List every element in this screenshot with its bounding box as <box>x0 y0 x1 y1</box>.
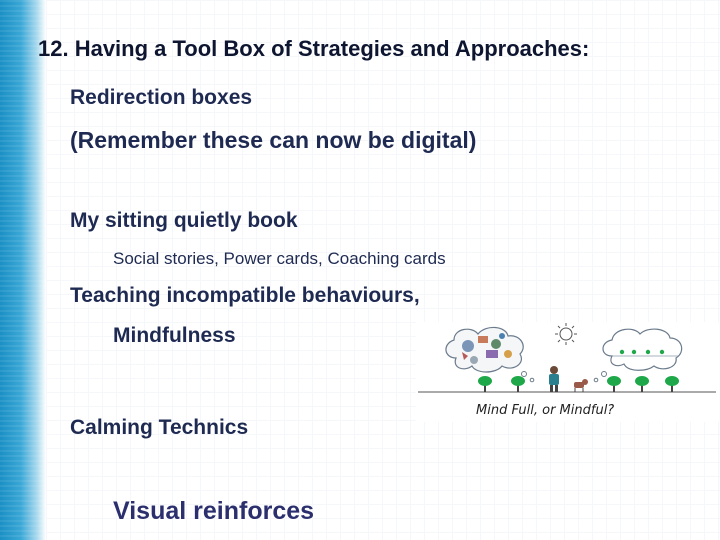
bullet-digital-note: (Remember these can now be digital) <box>70 127 477 153</box>
mind-full-or-mindful-drawing: Mind Full, or Mindful? <box>418 323 716 418</box>
dog-icon <box>574 379 588 392</box>
bubble-dot <box>601 371 607 377</box>
tree-icon <box>635 376 649 392</box>
left-accent-band <box>0 0 46 540</box>
busy-thought-cloud <box>445 326 524 373</box>
mindful-illustration: Mind Full, or Mindful? <box>416 322 720 422</box>
sub-bullet-stories-cards: Social stories, Power cards, Coaching ca… <box>113 249 446 268</box>
tree-icon <box>478 376 492 392</box>
person-icon <box>549 366 559 392</box>
bullet-sitting-quietly-book: My sitting quietly book <box>70 209 298 232</box>
bullet-visual-reinforces: Visual reinforces <box>113 497 315 525</box>
tree-icon <box>665 376 679 392</box>
bubble-dot <box>529 377 535 383</box>
tree-icon <box>607 376 621 392</box>
sun-icon <box>555 323 577 345</box>
bullet-redirection-boxes: Redirection boxes <box>70 86 253 109</box>
bubble-dot <box>593 377 599 383</box>
bullet-incompatible-behaviours: Teaching incompatible behaviours, <box>70 284 420 307</box>
tree-icon <box>511 376 525 392</box>
slide-title: 12. Having a Tool Box of Strategies and … <box>38 36 590 61</box>
grid-background <box>46 0 720 540</box>
calm-thought-cloud <box>602 328 683 371</box>
bullet-mindfulness: Mindfulness <box>113 324 236 347</box>
bullet-calming-technics: Calming Technics <box>70 416 249 439</box>
bubble-dot <box>521 371 527 377</box>
illustration-caption: Mind Full, or Mindful? <box>476 403 614 418</box>
